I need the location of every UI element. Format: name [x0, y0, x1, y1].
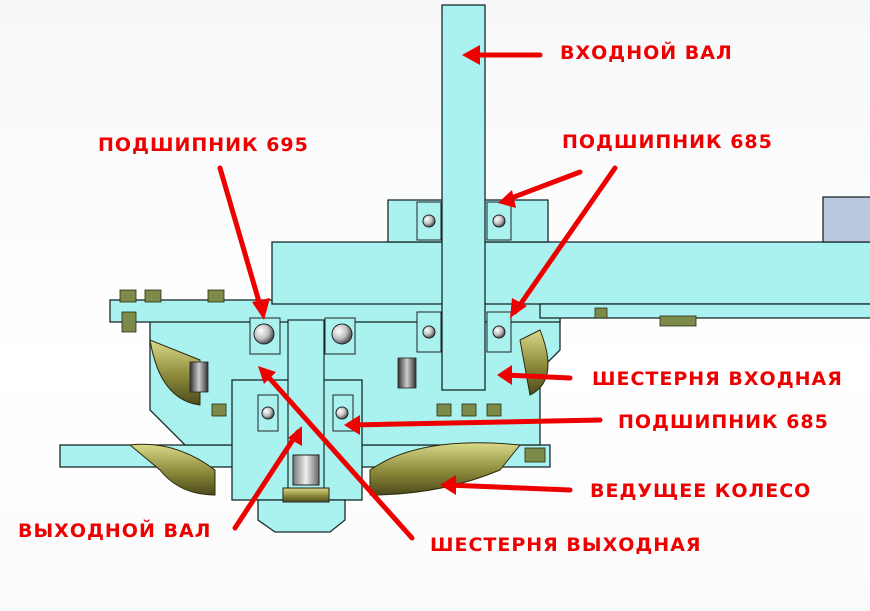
- bolt: [144, 289, 162, 303]
- arrowhead: [344, 415, 360, 435]
- bearing-ball: [422, 325, 436, 339]
- drive-wheel-left: [128, 443, 216, 496]
- label-bearing-685-low: ПОДШИПНИК 685: [618, 411, 829, 433]
- drive-wheel-gear: [128, 329, 549, 496]
- arrowhead: [510, 298, 527, 318]
- label-input-gear: ШЕСТЕРНЯ ВХОДНАЯ: [592, 368, 843, 390]
- arrow-bearing-685-a: [503, 169, 583, 203]
- bearing-ball: [492, 214, 506, 228]
- bolt: [207, 289, 225, 303]
- arrow-bearing-695: [217, 165, 265, 315]
- bearing-695-ball: [331, 323, 353, 345]
- bearing-ball: [492, 325, 506, 339]
- bearing-ball: [422, 214, 436, 228]
- output-shaft-nut: [282, 487, 330, 503]
- gear-teeth: [189, 357, 417, 393]
- housing-parts: [59, 4, 870, 533]
- bolt: [119, 289, 137, 303]
- arrowhead: [288, 426, 302, 446]
- arrowhead: [497, 365, 512, 385]
- bearing-ball: [261, 406, 275, 420]
- arrowhead: [258, 366, 276, 384]
- output-shaft-pin: [292, 454, 320, 486]
- bearings: [249, 201, 512, 432]
- label-bearing-695: ПОДШИПНИК 695: [98, 134, 309, 156]
- main-arm: [271, 241, 870, 305]
- bolt: [594, 307, 608, 319]
- bolt: [211, 403, 227, 417]
- arrowhead: [498, 190, 516, 208]
- bolt: [659, 315, 697, 327]
- bolts: [119, 289, 697, 463]
- label-bearing-685-top: ПОДШИПНИК 685: [562, 131, 773, 153]
- drive-wheel-right: [369, 442, 521, 496]
- side-box: [822, 196, 870, 243]
- gear-teeth-center: [397, 357, 417, 389]
- annotation-arrowheads: [252, 45, 527, 495]
- arrow-input-gear: [502, 372, 573, 381]
- label-output-gear: ШЕСТЕРНЯ ВЫХОДНАЯ: [430, 534, 702, 556]
- bolt: [436, 403, 452, 417]
- arrow-output-shaft: [232, 429, 301, 531]
- housing-curve-left: [149, 339, 201, 406]
- label-input-shaft: ВХОДНОЙ ВАЛ: [560, 42, 733, 64]
- arrow-bearing-685-b: [512, 165, 618, 315]
- arrow-output-gear: [261, 369, 415, 541]
- bearing-ball: [335, 406, 349, 420]
- arrowhead: [440, 475, 456, 495]
- arrow-bearing-685-low: [349, 417, 603, 428]
- annotation-arrows: [217, 52, 618, 541]
- bolt: [486, 403, 502, 417]
- bolt: [524, 447, 546, 463]
- label-output-shaft: ВЫХОДНОЙ ВАЛ: [18, 520, 212, 542]
- arrowhead: [252, 298, 270, 320]
- arm-lower-strip: [539, 303, 870, 319]
- arrow-drive-wheel: [444, 482, 573, 493]
- arrowhead: [462, 45, 480, 65]
- gear-teeth-left: [189, 361, 209, 393]
- bolt: [461, 403, 477, 417]
- bolt: [121, 311, 137, 333]
- bearing-695-ball: [253, 323, 275, 345]
- input-shaft-body: [441, 4, 486, 391]
- label-drive-wheel: ВЕДУЩЕЕ КОЛЕСО: [590, 480, 812, 502]
- output-shaft-foot: [257, 499, 346, 533]
